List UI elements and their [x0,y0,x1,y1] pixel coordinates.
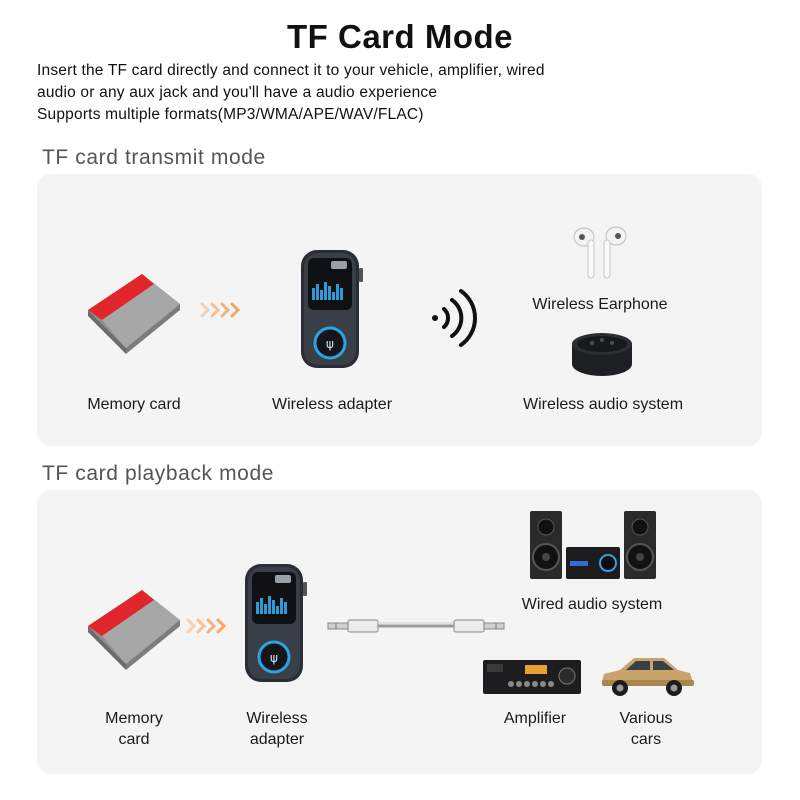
wireless-earphone-icon [573,226,627,279]
amplifier-icon [483,660,581,694]
description-line-3: Supports multiple formats(MP3/WMA/APE/WA… [37,106,424,123]
aux-cable-icon [327,619,505,633]
wireless-adapter-label: Wireless adapter [271,396,393,413]
wireless-adapter-device: ψ [301,250,363,368]
memory-card-label-line-2: card [118,731,150,748]
wireless-adapter-label-line-1: Wireless [246,710,308,727]
wireless-adapter-label-line-2: adapter [249,731,305,748]
car-icon [602,658,694,696]
page-title: TF Card Mode [287,18,513,55]
wireless-audio-system-icon [572,333,632,376]
wired-audio-system-label: Wired audio system [521,596,663,613]
amplifier-label: Amplifier [503,710,567,727]
memory-card-icon [88,590,180,670]
wireless-signal-icon [432,289,478,347]
memory-card-icon [88,274,180,354]
svg-text:ψ: ψ [326,337,334,351]
memory-card-label: Memory card [87,396,181,413]
memory-card-label-line-1: Memory [105,710,163,727]
wireless-audio-system-label: Wireless audio system [522,396,684,413]
svg-text:ψ: ψ [270,651,278,665]
chevron-arrows-icon [186,618,227,634]
various-cars-label-line-2: cars [630,731,662,748]
playback-mode-heading: TF card playback mode [42,462,275,485]
wired-audio-system-icon [530,511,656,579]
various-cars-label-line-1: Various [619,710,673,727]
description-line-1: Insert the TF card directly and connect … [37,62,545,79]
wireless-adapter-device: ψ [245,564,307,682]
chevron-arrows-icon [200,302,241,318]
wireless-earphone-label: Wireless Earphone [532,296,668,313]
transmit-mode-heading: TF card transmit mode [42,146,266,169]
description-line-2: audio or any aux jack and you'll have a … [37,84,438,101]
